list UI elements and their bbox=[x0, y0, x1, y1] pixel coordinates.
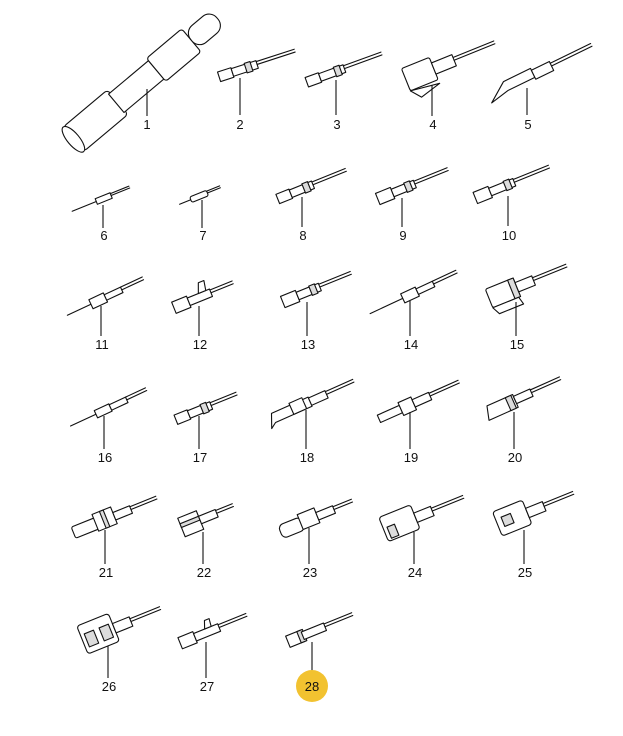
part-number-label: 7 bbox=[199, 228, 206, 243]
part-number-label: 8 bbox=[299, 228, 306, 243]
part-number-label: 5 bbox=[524, 117, 531, 132]
part-number-label: 11 bbox=[95, 337, 109, 352]
part-25-housing-receptacle[interactable] bbox=[492, 481, 579, 564]
part-number-label: 17 bbox=[193, 450, 207, 465]
part-number-label: 1 bbox=[143, 117, 150, 132]
part-number-label: 13 bbox=[301, 337, 315, 352]
part-number-label: 4 bbox=[429, 117, 436, 132]
part-number-label: 21 bbox=[99, 565, 113, 580]
part-15-receptacle[interactable] bbox=[485, 258, 573, 336]
part-number-label: 16 bbox=[98, 450, 112, 465]
part-number-label: 2 bbox=[236, 117, 243, 132]
part-number-label: 19 bbox=[404, 450, 418, 465]
part-number-label: 18 bbox=[300, 450, 314, 465]
part-24-housing-receptacle[interactable] bbox=[379, 485, 468, 564]
part-26-housing-receptacle[interactable] bbox=[77, 595, 166, 678]
part-number-label: 3 bbox=[333, 117, 340, 132]
part-17-flat-terminal[interactable] bbox=[173, 390, 239, 449]
part-23-flat-receptacle[interactable] bbox=[277, 494, 356, 564]
part-number-label: 25 bbox=[518, 565, 532, 580]
part-9-flat-terminal[interactable] bbox=[374, 165, 450, 227]
part-number-label: 10 bbox=[502, 228, 516, 243]
part-21-flat-receptacle[interactable] bbox=[70, 490, 160, 564]
part-number-label: 22 bbox=[197, 565, 211, 580]
part-10-flat-terminal[interactable] bbox=[472, 162, 552, 226]
part-22-receptacle[interactable] bbox=[177, 497, 237, 564]
part-3-flat-terminal[interactable] bbox=[304, 50, 384, 115]
part-number-label: 15 bbox=[510, 337, 524, 352]
part-number-label: 12 bbox=[193, 337, 207, 352]
part-28-flat-terminal[interactable] bbox=[285, 610, 355, 676]
part-number-label-highlighted: 28 bbox=[305, 679, 319, 694]
highlight-marker bbox=[296, 670, 328, 702]
part-27-flat-terminal[interactable] bbox=[176, 605, 250, 678]
part-16-pin-terminal[interactable] bbox=[69, 387, 149, 449]
part-11-pin-terminal[interactable] bbox=[65, 275, 145, 336]
part-13-flat-terminal[interactable] bbox=[279, 269, 353, 336]
part-5-receptacle-terminal[interactable] bbox=[486, 40, 595, 115]
part-number-label: 14 bbox=[404, 337, 418, 352]
part-6-pin-terminal[interactable] bbox=[71, 185, 131, 228]
part-20-receptacle[interactable] bbox=[483, 374, 564, 449]
part-12-flat-terminal[interactable] bbox=[169, 271, 236, 336]
part-2-flat-terminal[interactable] bbox=[216, 47, 297, 115]
part-number-label: 26 bbox=[102, 679, 116, 694]
part-18-receptacle[interactable] bbox=[265, 376, 357, 449]
part-8-flat-terminal[interactable] bbox=[275, 167, 348, 227]
part-14-pin-terminal[interactable] bbox=[368, 268, 459, 336]
part-number-label: 24 bbox=[408, 565, 422, 580]
part-4-insulated-receptacle[interactable] bbox=[401, 33, 503, 116]
part-number-label: 20 bbox=[508, 450, 522, 465]
part-number-label: 6 bbox=[100, 228, 107, 243]
part-7-pin-terminal[interactable] bbox=[178, 185, 221, 228]
part-19-receptacle[interactable] bbox=[376, 377, 462, 449]
part-number-label: 23 bbox=[303, 565, 317, 580]
part-1-shrink-sleeve[interactable] bbox=[59, 6, 228, 155]
part-number-label: 9 bbox=[399, 228, 406, 243]
part-number-label: 27 bbox=[200, 679, 214, 694]
